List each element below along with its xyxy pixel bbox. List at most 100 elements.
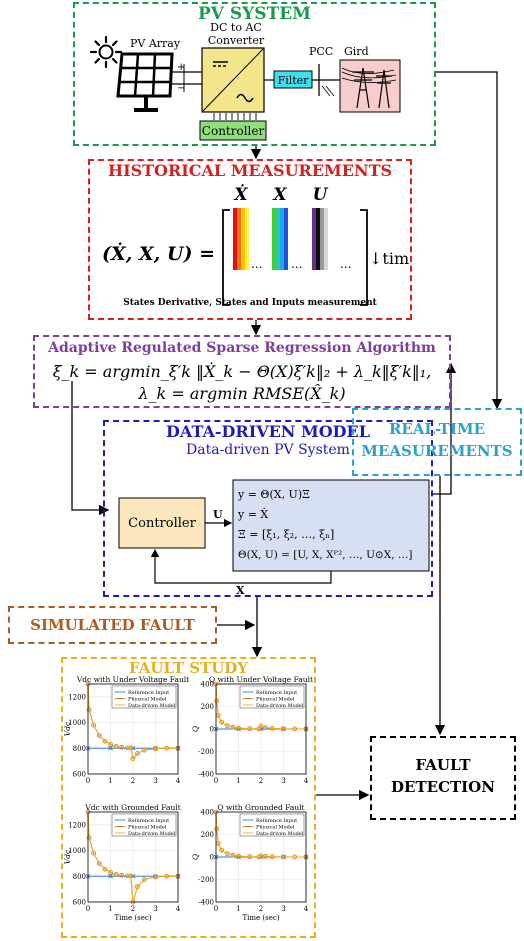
ddm-loop: Controller U y = Θ(X, U)Ξ y = Ẋ Ξ = [ξ₁,… [118, 479, 430, 595]
filter-block: Filter [273, 70, 313, 89]
y-tick-label: 600 [73, 771, 86, 779]
marker-reference [108, 873, 113, 879]
ddm-u-label: U [213, 508, 223, 521]
time-label: ↓time [369, 249, 410, 268]
marker-datadriven [214, 826, 219, 831]
converter-label-line2: Converter [208, 34, 265, 47]
marker-datadriven [236, 726, 241, 731]
y-tick-label: 0 [210, 726, 214, 734]
y-axis-label: Q [191, 854, 200, 860]
y-tick-label: 1000 [68, 719, 86, 727]
axes-frame [215, 811, 307, 903]
converter-label-line1: DC to AC [210, 21, 262, 34]
ddm-x-label: X [236, 584, 245, 595]
marker-datadriven [125, 745, 130, 750]
x-tick-label: 3 [281, 905, 285, 913]
marker-datadriven [263, 854, 268, 859]
x-label: X [272, 185, 287, 205]
marker-datadriven [292, 726, 297, 731]
arsr-equation-2: λ_k = argmin RMSE(X̂_k) [137, 384, 345, 403]
simulated-fault-box: SIMULATED FAULT [8, 606, 217, 644]
x-tick-label: 2 [259, 905, 263, 913]
marker-datadriven [119, 745, 124, 750]
y-tick-label: -200 [198, 748, 214, 756]
marker-datadriven [153, 874, 158, 879]
x-tick-label: 0 [214, 777, 218, 785]
x-tick-label: 4 [304, 905, 309, 913]
series-line-3 [87, 811, 178, 903]
pv-controller-label: Controller [202, 124, 265, 138]
realtime-label-line1: REAL-TIME [388, 420, 486, 438]
realtime-label-line2: MEASUREMENTS [361, 442, 513, 460]
pv-system-schematic: PV Array + − DC to AC Converter Controll… [89, 21, 401, 141]
marker-datadriven [219, 848, 224, 853]
x-axis-label: Time (sec) [114, 914, 151, 922]
marker-datadriven [131, 756, 135, 761]
marker-datadriven [216, 713, 221, 718]
y-tick-label: -200 [198, 876, 214, 884]
marker-datadriven [247, 726, 252, 731]
marker-reference [108, 745, 113, 751]
y-tick-label: 200 [201, 831, 214, 839]
historical-matrix: (Ẋ, X, U) = Ẋ ... X ... U ... ↓time Stat… [102, 184, 410, 308]
marker-datadriven [142, 748, 147, 753]
marker-datadriven [97, 861, 102, 866]
marker-datadriven [219, 720, 224, 725]
marker-datadriven [281, 726, 286, 731]
solar-panel-icon [116, 52, 174, 112]
arsr-equations: ξ_k = argmin_ξ′k ‖Ẋ_k − Θ(X)ξ′k‖₂ + λ_k‖… [53, 361, 432, 403]
realtime-measurements-box: REAL-TIME MEASUREMENTS [352, 408, 522, 476]
fault-study-title: FAULT STUDY [129, 659, 248, 677]
grid-label: Gird [344, 45, 369, 58]
arrow-ddm-to-arsr [432, 362, 457, 495]
x-tick-label: 2 [131, 777, 135, 785]
x-axis-label: Time (sec) [242, 914, 279, 922]
marker-datadriven [256, 854, 261, 859]
simulated-fault-label: SIMULATED FAULT [30, 616, 195, 634]
pv-controller-block: Controller [199, 120, 267, 141]
marker-datadriven [230, 725, 235, 730]
x-tick-label: 4 [176, 777, 181, 785]
x-tick-label: 1 [108, 777, 112, 785]
x-tick-label: 2 [259, 777, 263, 785]
ddm-title: DATA-DRIVEN MODEL [166, 422, 370, 441]
ddm-eq-1: y = Θ(X, U)Ξ [237, 488, 310, 501]
arrow-pv-to-realtime [436, 71, 503, 410]
legend-entry: Data-driven Model [128, 831, 176, 837]
y-tick-label: 1200 [68, 693, 86, 701]
y-tick-label: -400 [198, 899, 214, 907]
historical-measurements-box: HISTORICAL MEASUREMENTS [88, 159, 412, 320]
marker-datadriven [281, 854, 286, 859]
legend-entry: Physical Model [256, 825, 295, 831]
marker-datadriven [230, 853, 235, 858]
y-tick-label: 600 [73, 899, 86, 907]
y-tick-label: 400 [201, 681, 214, 689]
chart-title: Vdc with Under Voltage Fault [76, 676, 189, 684]
pcc-label: PCC [309, 45, 333, 58]
series-line-3 [87, 683, 178, 760]
x-tick-label: 3 [281, 777, 285, 785]
arsr-equation-1: ξ_k = argmin_ξ′k ‖Ẋ_k − Θ(X)ξ′k‖₂ + λ_k‖… [53, 361, 432, 381]
ddm-eq-4: Θ(X, U) = [U, X, Xᴾ², …, U⊙X, …] [238, 549, 412, 561]
legend-box [111, 685, 177, 709]
marker-datadriven [259, 853, 263, 858]
y-tick-label: 400 [201, 809, 214, 817]
marker-datadriven [91, 851, 96, 856]
ellipsis-2: ... [291, 257, 302, 271]
marker-datadriven [102, 739, 107, 744]
marker-datadriven [270, 854, 275, 859]
marker-datadriven [153, 746, 158, 751]
marker-datadriven [225, 723, 230, 728]
x-tick-label: 0 [86, 777, 90, 785]
arsr-box: Adaptive Regulated Sparse Regression Alg… [33, 335, 451, 408]
axes-frame [215, 683, 307, 775]
y-tick-label: 0 [210, 854, 214, 862]
marker-datadriven [247, 854, 252, 859]
plus-label: + [177, 62, 185, 73]
marker-datadriven [263, 725, 268, 730]
ddm-eq-2: y = Ẋ [237, 507, 268, 521]
